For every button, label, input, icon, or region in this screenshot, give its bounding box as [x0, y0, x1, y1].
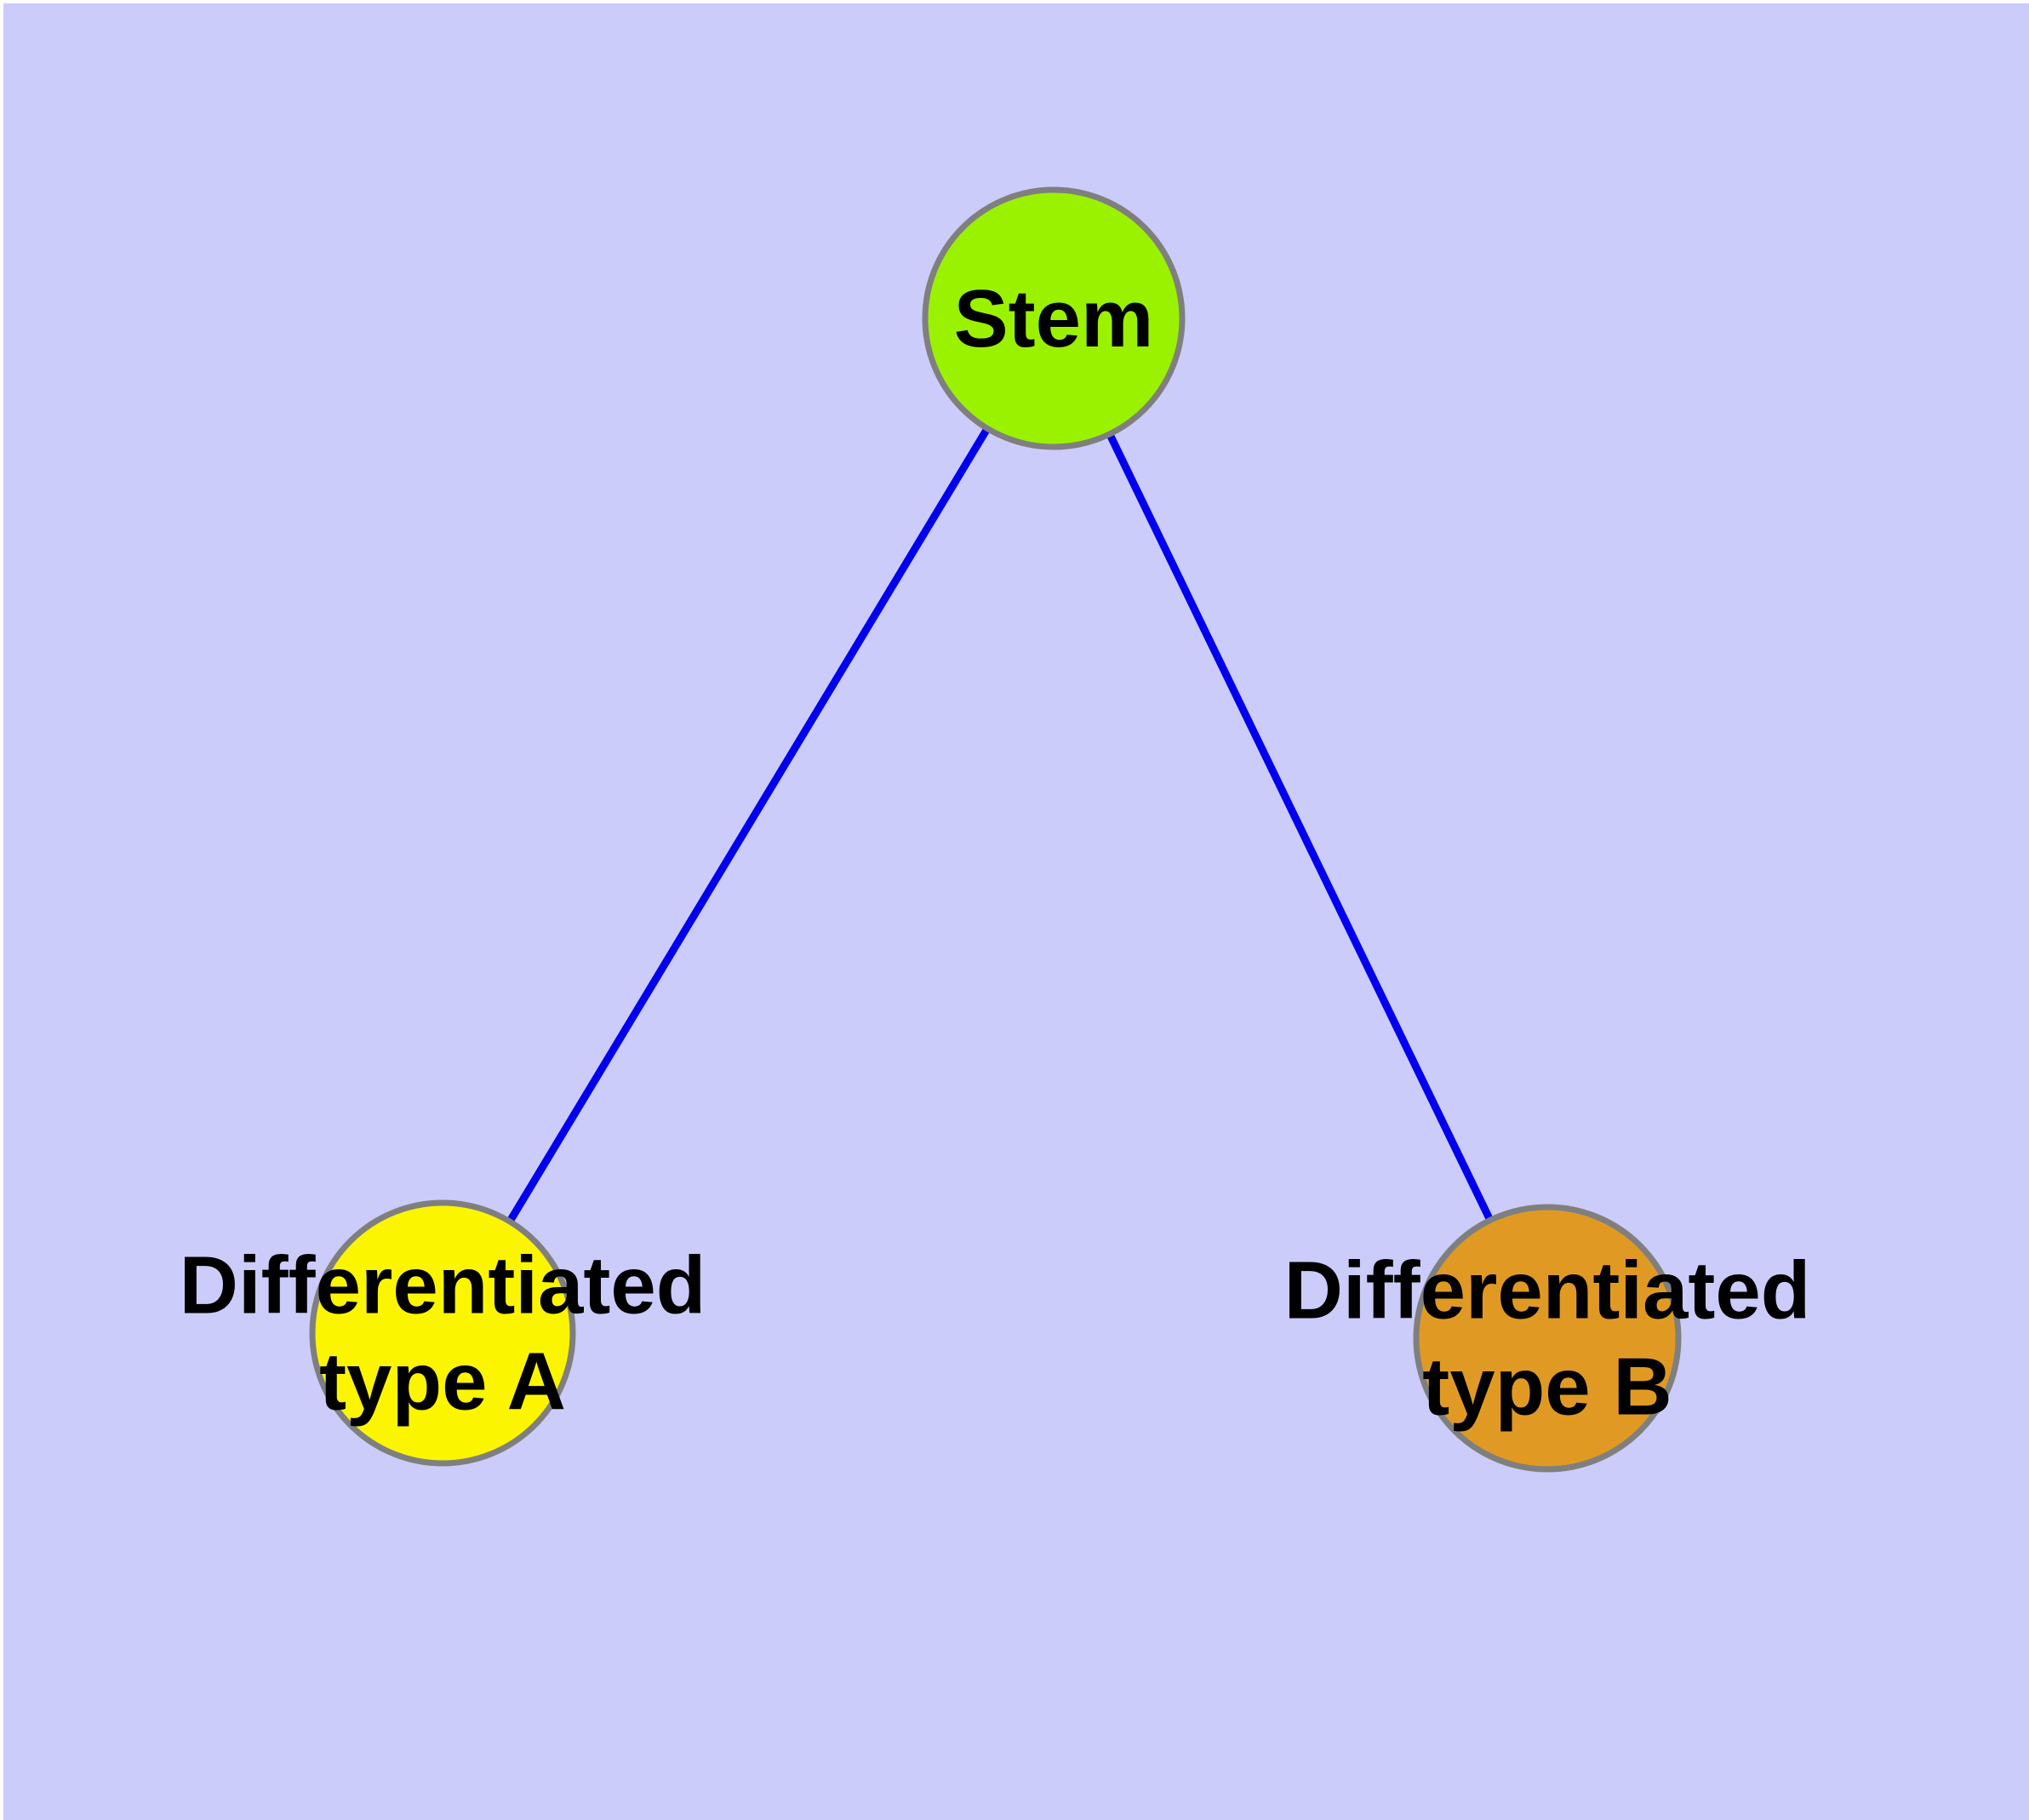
node-label-line: type A: [319, 1336, 566, 1427]
node-label-line: Differentiated: [1284, 1245, 1811, 1336]
node-label-line: type B: [1422, 1341, 1672, 1432]
node-label-stem: Stem: [954, 273, 1154, 364]
node-label-line: Stem: [954, 273, 1154, 364]
edge-layer: [439, 316, 1552, 1340]
edge-stem-diff-b[interactable]: [1049, 317, 1552, 1340]
node-diff_a[interactable]: [309, 1199, 576, 1467]
node-diff_b[interactable]: [1413, 1204, 1682, 1473]
node-layer: [309, 186, 1682, 1473]
edge-stem-diff-a[interactable]: [439, 316, 1057, 1336]
node-label-line: Differentiated: [180, 1239, 706, 1331]
node-stem[interactable]: [922, 186, 1186, 450]
